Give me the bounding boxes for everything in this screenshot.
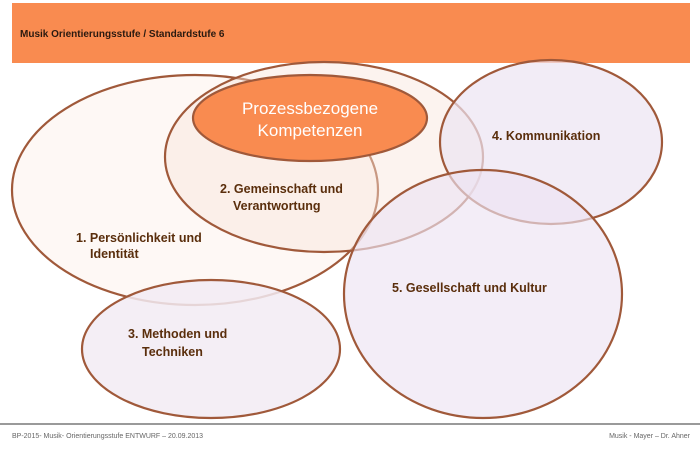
ellipse-gesellschaft	[342, 168, 624, 420]
ellipse-prozessbezogen	[191, 73, 429, 163]
title-bar: Musik Orientierungsstufe / Standardstufe…	[12, 3, 690, 63]
area-2-label-1: 2. Gemeinschaft und	[220, 182, 343, 196]
area-4-label: 4. Kommunikation	[492, 129, 600, 143]
area-3-label-1: 3. Methoden und	[128, 327, 227, 341]
area-3-label-2: Techniken	[142, 345, 203, 359]
footer-left: BP-2015- Musik- Orientierungsstufe ENTWU…	[12, 433, 204, 440]
center-label-1: Prozessbezogene	[242, 99, 378, 118]
area-1-label-2: Identität	[90, 247, 139, 261]
area-1-label-1: 1. Persönlichkeit und	[76, 231, 202, 245]
center-label-2: Kompetenzen	[258, 121, 363, 140]
area-2-label-2: Verantwortung	[233, 199, 321, 213]
footer-divider	[0, 423, 700, 425]
slide-title: Musik Orientierungsstufe / Standardstufe…	[20, 29, 225, 40]
area-5-label: 5. Gesellschaft und Kultur	[392, 281, 547, 295]
ellipse-methoden	[80, 278, 342, 420]
footer-right: Musik - Mayer – Dr. Ahner	[609, 433, 690, 440]
